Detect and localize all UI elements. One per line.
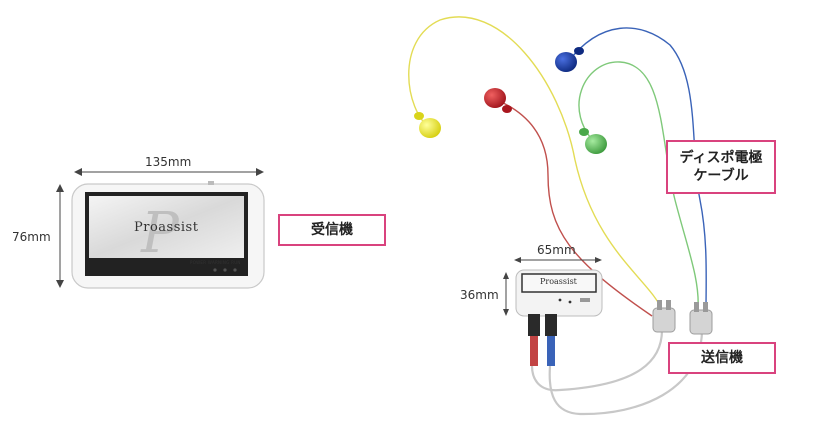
electrode-red [484, 88, 512, 113]
transmitter-device [503, 257, 603, 366]
electrode-blue [555, 47, 584, 72]
transmitter-height-label: 36mm [460, 288, 499, 302]
indicator-power: POWER [190, 260, 207, 265]
electrode-yellow [414, 112, 441, 138]
cable-label-line1: ディスポ電極 [679, 150, 763, 166]
receiver-screen [89, 196, 244, 258]
cable-connector-right [689, 302, 713, 335]
transmitter-width-label: 65mm [537, 243, 576, 257]
transmitter-plug-blue [547, 336, 555, 366]
receiver-label: 受信機 [278, 214, 386, 246]
transmitter-plug-red [530, 336, 538, 366]
receiver-height-label: 76mm [12, 230, 51, 244]
electrode-cables [408, 16, 707, 416]
cable-label-line2: ケーブル [693, 168, 749, 184]
receiver-indicator-labels: POWER WARNING RUN [190, 260, 241, 265]
transmitter-label: 送信機 [668, 342, 776, 374]
indicator-warning: WARNING [207, 260, 230, 265]
electrode-green [579, 128, 607, 154]
cable-label: ディスポ電極 ケーブル [666, 140, 776, 194]
receiver-brand: Proassist [134, 220, 199, 235]
transmitter-brand: Proassist [540, 277, 577, 286]
cable-connector-left [652, 300, 676, 333]
receiver-width-label: 135mm [145, 155, 192, 169]
receiver-logo-mark: P [140, 201, 180, 266]
receiver-device: P [56, 168, 265, 289]
indicator-run: RUN [231, 260, 241, 265]
